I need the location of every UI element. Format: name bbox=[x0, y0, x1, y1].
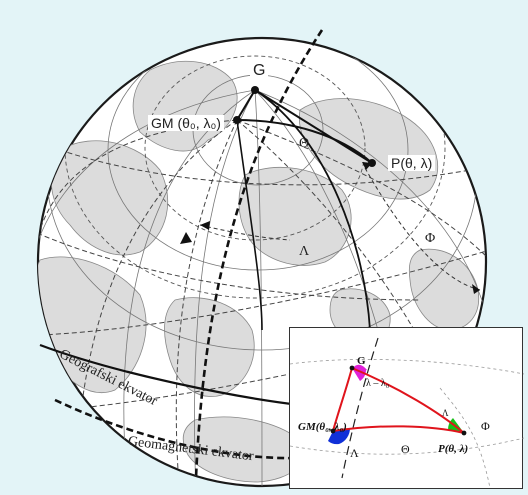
inset-point-label: P(θ, λ) bbox=[438, 443, 469, 455]
geographic-meridian-line bbox=[254, 89, 371, 331]
pole-gm-arc bbox=[236, 89, 256, 121]
inset-pole-label: G bbox=[357, 355, 366, 367]
inset-triangle-panel: G λ – λ₀ GM(θ₀, λ₀) Λ Θ P(θ, λ) Λ Φ bbox=[289, 327, 524, 489]
inset-drawing bbox=[290, 337, 524, 489]
inset-axis-line bbox=[341, 337, 379, 479]
inset-meridian-line bbox=[439, 387, 491, 489]
inset-lambda-diff-label: λ – λ₀ bbox=[366, 378, 390, 389]
globe-point-label: P(θ, λ) bbox=[388, 155, 436, 171]
inset-edge-gm-point bbox=[332, 425, 465, 434]
geographic-equator-line bbox=[39, 343, 301, 407]
pole-g-point bbox=[251, 86, 259, 94]
globe-theta-label: Θ bbox=[299, 136, 310, 151]
geomagnetic-meridian-line bbox=[194, 29, 324, 479]
globe-lambda-label: Λ bbox=[299, 244, 310, 259]
inset-theta-label: Θ bbox=[401, 442, 410, 456]
globe-pole-label: G bbox=[250, 62, 269, 80]
geomagnetic-equator-line bbox=[54, 398, 301, 460]
inset-phi-label: Φ bbox=[481, 419, 490, 433]
globe-phi-label: Φ bbox=[425, 231, 436, 246]
inset-equator-line bbox=[290, 437, 524, 455]
inset-edge-pole-point bbox=[351, 367, 465, 434]
gm-point bbox=[233, 116, 241, 124]
graticule bbox=[38, 38, 486, 486]
inset-small-lambda-label: Λ bbox=[442, 408, 449, 418]
gm-meridian-line bbox=[236, 119, 263, 331]
inset-gm-label: GM(θ₀, λ₀) bbox=[298, 421, 347, 433]
inset-latitude-line bbox=[290, 359, 524, 375]
globe-gm-label: GM (θ₀, λ₀) bbox=[148, 115, 224, 131]
pole-point-arc bbox=[254, 89, 373, 164]
p-point bbox=[368, 159, 376, 167]
theta-arc bbox=[236, 119, 373, 164]
phi-arc bbox=[364, 167, 481, 291]
inset-edge-pole-gm bbox=[332, 367, 353, 432]
inset-big-lambda-label: Λ bbox=[350, 446, 359, 460]
